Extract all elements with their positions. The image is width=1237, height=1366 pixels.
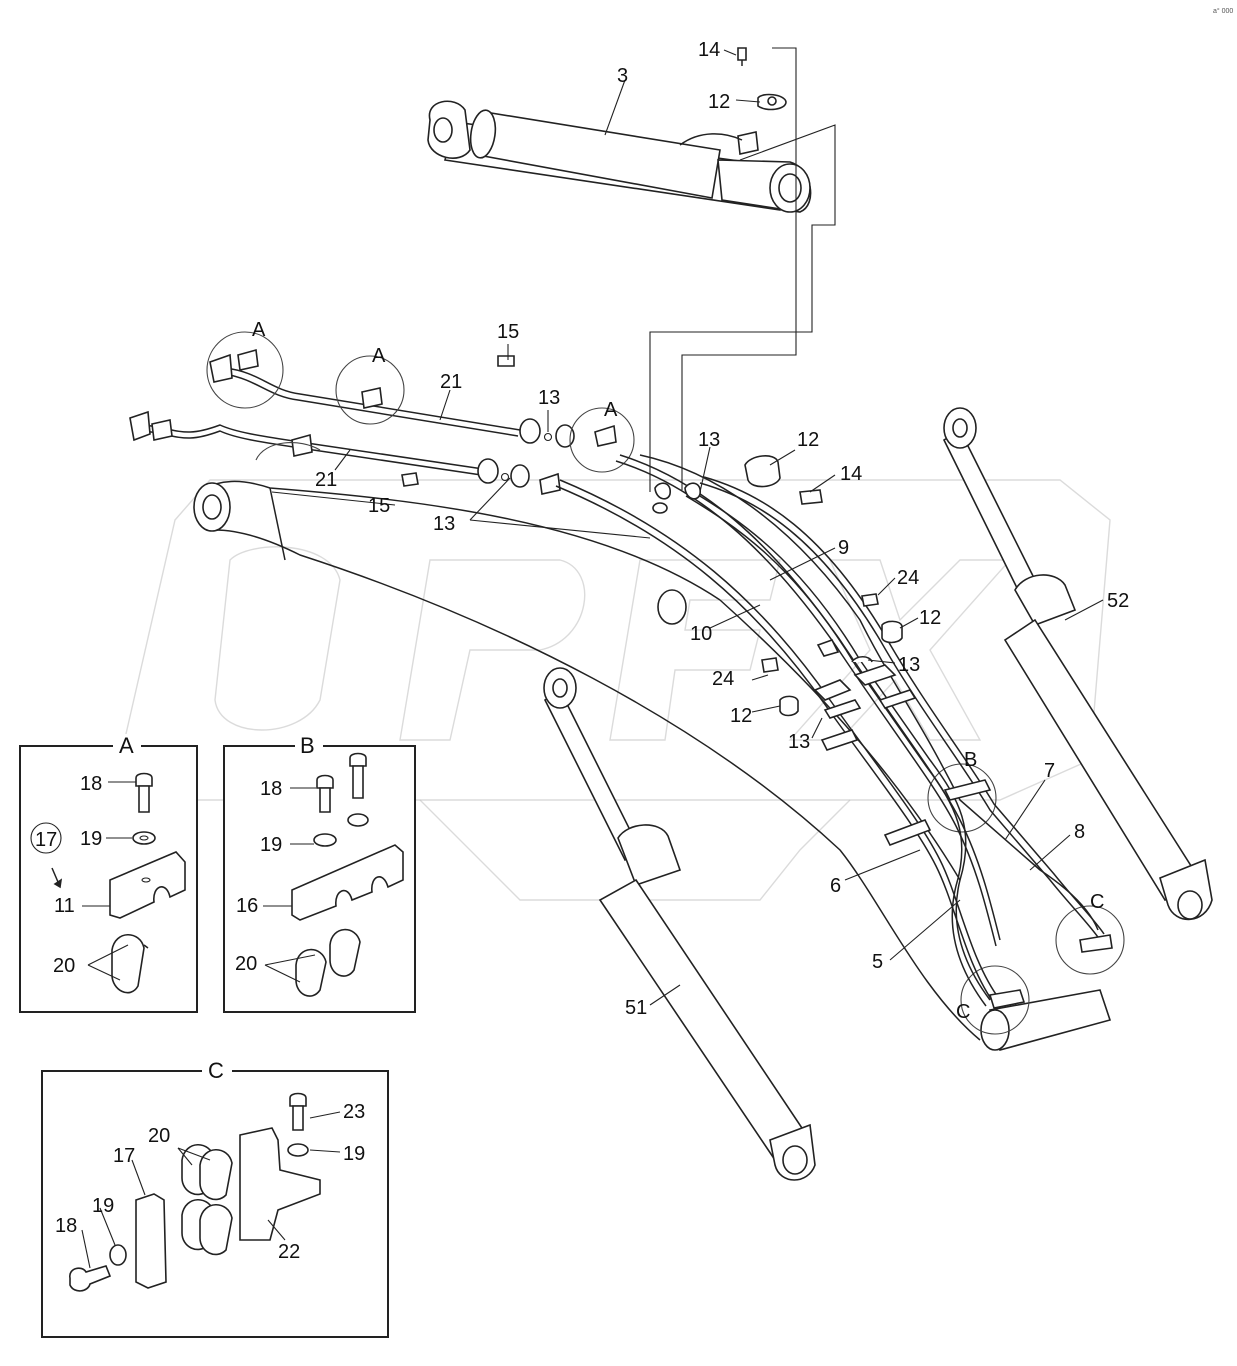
label-part-21-lower: 21 (315, 469, 337, 491)
detail-a-label-11: 11 (54, 895, 75, 917)
label-callout-c2: C (956, 1001, 970, 1023)
label-part-24-b: 24 (712, 668, 734, 690)
label-part-52: 52 (1107, 590, 1129, 612)
detail-c-title: C (208, 1058, 224, 1083)
detail-a-label-18: 18 (80, 773, 102, 795)
label-part-13-b: 13 (698, 429, 720, 451)
label-part-14-b: 14 (840, 463, 862, 485)
detail-a-title: A (119, 733, 134, 758)
main-part-labels: 3 14 12 A A A 15 21 13 13 12 14 21 15 13… (252, 39, 1129, 1023)
label-part-51: 51 (625, 997, 647, 1019)
label-part-15-lower: 15 (368, 495, 390, 517)
label-callout-a1: A (252, 319, 266, 341)
label-part-13-e: 13 (788, 731, 810, 753)
detail-b-label-16: 16 (236, 895, 258, 917)
label-part-12-d: 12 (730, 705, 752, 727)
label-part-12-c: 12 (919, 607, 941, 629)
label-callout-b: B (964, 749, 977, 771)
label-part-15-top: 15 (497, 321, 519, 343)
cylinder-52 (942, 407, 1213, 921)
detail-a-label-20: 20 (53, 955, 75, 977)
detail-box-a: A 18 19 17 11 20 (19, 733, 198, 1013)
detail-c-label-17: 17 (113, 1145, 135, 1167)
cylinder-3 (427, 47, 812, 213)
detail-box-c: C 23 19 20 17 19 18 22 (41, 1058, 389, 1338)
pipe-21-assembly (129, 348, 617, 495)
leader-lines (271, 49, 1104, 1006)
label-callout-a2: A (372, 345, 386, 367)
label-part-7: 7 (1044, 760, 1055, 782)
label-part-8: 8 (1074, 821, 1085, 843)
detail-c-label-20: 20 (148, 1125, 170, 1147)
detail-box-b: B 18 19 16 20 (223, 733, 416, 1013)
detail-callout-circles (206, 331, 1125, 1035)
cylinder-51 (543, 667, 816, 1181)
label-part-10: 10 (690, 623, 712, 645)
detail-c-label-23: 23 (343, 1101, 365, 1123)
detail-b-title: B (300, 733, 315, 758)
hoses-5-to-10 (555, 454, 1113, 1009)
detail-c-label-22: 22 (278, 1241, 300, 1263)
label-part-21-upper: 21 (440, 371, 462, 393)
detail-b-label-18: 18 (260, 778, 282, 800)
detail-b-label-19: 19 (260, 834, 282, 856)
corner-mark: a° 000 (1213, 7, 1233, 15)
label-part-13-c: 13 (433, 513, 455, 535)
detail-b-label-20: 20 (235, 953, 257, 975)
detail-a-label-17: 17 (35, 829, 57, 851)
label-part-14-top: 14 (698, 39, 720, 61)
label-part-12-b: 12 (797, 429, 819, 451)
detail-c-label-18: 18 (55, 1215, 77, 1237)
label-part-9: 9 (838, 537, 849, 559)
label-callout-a3: A (604, 399, 618, 421)
label-part-6: 6 (830, 875, 841, 897)
label-part-24-a: 24 (897, 567, 919, 589)
detail-a-label-19: 19 (80, 828, 102, 850)
label-part-5: 5 (872, 951, 883, 973)
label-part-13-d: 13 (898, 654, 920, 676)
label-part-12-top: 12 (708, 91, 730, 113)
label-part-13-a: 13 (538, 387, 560, 409)
label-callout-c1: C (1090, 891, 1104, 913)
detail-c-label-19-right: 19 (343, 1143, 365, 1165)
label-part-3: 3 (617, 65, 628, 87)
arm-boom (193, 480, 1112, 1051)
connection-frame-lines (649, 47, 836, 492)
detail-c-label-19-left: 19 (92, 1195, 114, 1217)
